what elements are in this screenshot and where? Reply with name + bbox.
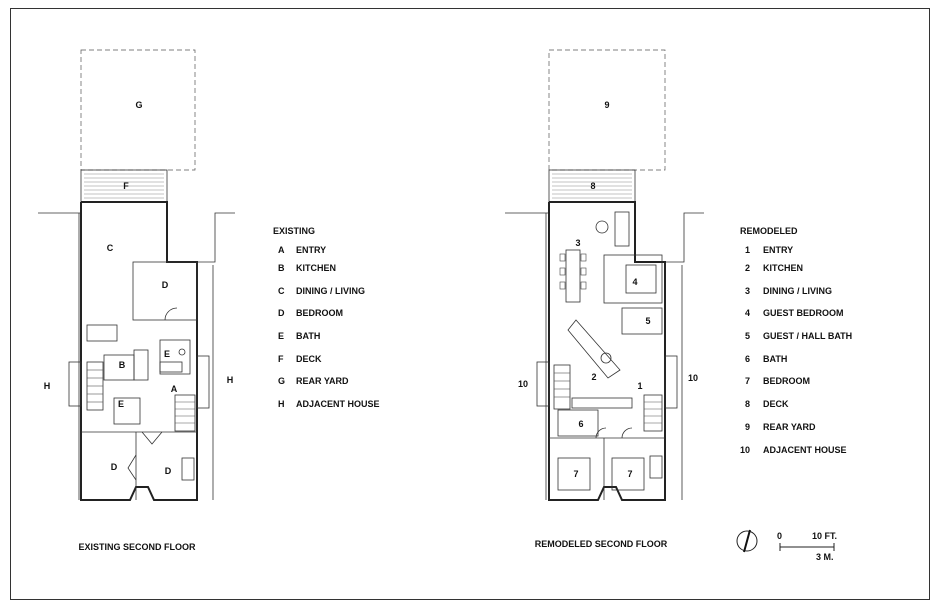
remodeled-legend-key: 7 — [745, 376, 750, 386]
remodeled-tag-dining-living: 3 — [575, 238, 580, 248]
remodeled-legend-key: 2 — [745, 263, 750, 273]
scale-meters: 3 M. — [816, 552, 834, 562]
remodeled-guest-bath — [621, 307, 663, 335]
existing-rear-yard-outline — [80, 49, 196, 171]
remodeled-legend-label: GUEST BEDROOM — [763, 308, 844, 318]
remodeled-bath — [557, 409, 599, 437]
existing-tag-entry: A — [171, 384, 178, 394]
remodeled-legend-label: BEDROOM — [763, 376, 810, 386]
existing-legend-label: BEDROOM — [296, 308, 343, 318]
existing-legend-key: A — [278, 245, 285, 255]
remodeled-legend-label: DECK — [763, 399, 789, 409]
remodeled-legend-key: 10 — [740, 445, 750, 455]
existing-legend-label: DECK — [296, 354, 322, 364]
remodeled-tag-entry: 1 — [637, 381, 642, 391]
remodeled-legend-key: 3 — [745, 286, 750, 296]
remodeled-legend: REMODELED 1 ENTRY 2 KITCHEN 3 DINING / L… — [740, 226, 852, 455]
north-arrow-icon — [736, 529, 758, 553]
existing-bath-lower — [113, 397, 141, 425]
remodeled-legend-key: 8 — [745, 399, 750, 409]
existing-plan: G F C D B E E A D D H H — [38, 49, 235, 501]
remodeled-legend-key: 9 — [745, 422, 750, 432]
remodeled-legend-label: ADJACENT HOUSE — [763, 445, 847, 455]
scale-zero: 0 — [777, 531, 782, 541]
remodeled-legend-heading: REMODELED — [740, 226, 798, 236]
existing-legend-key: B — [278, 263, 285, 273]
remodeled-tag-deck: 8 — [590, 181, 595, 191]
existing-tag-bedroom-upper: D — [162, 280, 169, 290]
existing-legend-key: G — [278, 376, 285, 386]
remodeled-plan: 9 8 3 4 5 2 1 6 7 7 10 10 — [505, 49, 704, 501]
remodeled-tag-bedroom-right: 7 — [627, 469, 632, 479]
existing-tag-dining-living: C — [107, 243, 114, 253]
existing-tag-bath-lower: E — [118, 399, 124, 409]
remodeled-legend-key: 1 — [745, 245, 750, 255]
remodeled-tag-guest-bedroom: 4 — [632, 277, 637, 287]
remodeled-legend-key: 5 — [745, 331, 750, 341]
remodeled-plan-caption: REMODELED SECOND FLOOR — [535, 539, 668, 549]
existing-exterior-walls — [80, 201, 198, 501]
existing-legend-label: REAR YARD — [296, 376, 349, 386]
existing-adjacent-wall-right — [195, 212, 235, 263]
existing-bath-upper — [159, 339, 191, 375]
remodeled-bed-right — [611, 457, 645, 491]
existing-tag-adjacent-left: H — [44, 381, 51, 391]
drawing-frame — [10, 8, 930, 600]
existing-legend-key: H — [278, 399, 285, 409]
existing-legend-heading: EXISTING — [273, 226, 315, 236]
existing-legend-key: C — [278, 286, 285, 296]
remodeled-legend-key: 4 — [745, 308, 750, 318]
existing-tag-bath-upper: E — [164, 349, 170, 359]
scale-bar: 0 10 FT. 3 M. — [777, 531, 837, 562]
remodeled-legend-label: ENTRY — [763, 245, 793, 255]
remodeled-tag-adjacent-left: 10 — [518, 379, 528, 389]
existing-legend-key: E — [278, 331, 284, 341]
remodeled-tag-bedroom-left: 7 — [573, 469, 578, 479]
existing-plan-caption: EXISTING SECOND FLOOR — [78, 542, 196, 552]
existing-tag-kitchen: B — [119, 360, 126, 370]
existing-legend-key: D — [278, 308, 285, 318]
remodeled-legend-label: KITCHEN — [763, 263, 803, 273]
remodeled-adjacent-wall-right — [663, 212, 704, 263]
existing-legend-label: DINING / LIVING — [296, 286, 365, 296]
remodeled-tag-guest-bath: 5 — [645, 316, 650, 326]
remodeled-tag-bath: 6 — [578, 419, 583, 429]
existing-legend-label: KITCHEN — [296, 263, 336, 273]
existing-legend-label: ENTRY — [296, 245, 326, 255]
existing-bedroom-upper — [132, 261, 198, 321]
remodeled-legend-label: REAR YARD — [763, 422, 816, 432]
remodeled-tag-rear-yard: 9 — [604, 100, 609, 110]
remodeled-exterior-walls — [548, 201, 666, 501]
remodeled-rear-yard-outline — [548, 49, 666, 171]
existing-tag-rear-yard: G — [135, 100, 142, 110]
remodeled-legend-label: BATH — [763, 354, 787, 364]
remodeled-tag-adjacent-right: 10 — [688, 373, 698, 383]
existing-legend-label: BATH — [296, 331, 320, 341]
remodeled-legend-label: DINING / LIVING — [763, 286, 832, 296]
remodeled-kitchen-island — [567, 319, 621, 379]
remodeled-bed-left — [557, 457, 591, 491]
scale-feet: 10 FT. — [812, 531, 837, 541]
existing-tag-adjacent-right: H — [227, 375, 234, 385]
remodeled-legend-key: 6 — [745, 354, 750, 364]
remodeled-tag-kitchen: 2 — [591, 372, 596, 382]
remodeled-legend-label: GUEST / HALL BATH — [763, 331, 852, 341]
remodeled-guest-bedroom — [603, 254, 663, 304]
existing-tag-bedroom-left: D — [111, 462, 118, 472]
existing-legend-label: ADJACENT HOUSE — [296, 399, 380, 409]
existing-tag-bedroom-right: D — [165, 466, 172, 476]
existing-legend-key: F — [278, 354, 284, 364]
existing-legend: EXISTING A ENTRY B KITCHEN C DINING / LI… — [273, 226, 380, 409]
existing-tag-deck: F — [123, 181, 129, 191]
